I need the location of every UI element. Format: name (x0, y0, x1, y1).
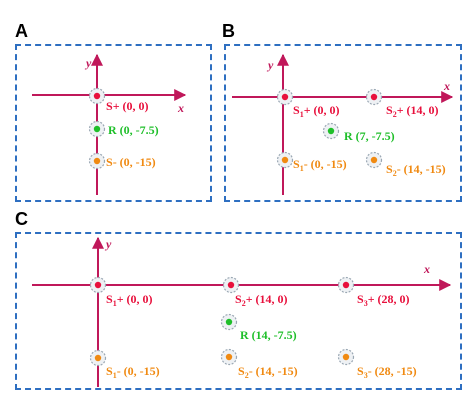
point-dot-icon (94, 354, 102, 362)
point-label: S1+ (0, 0) (293, 103, 340, 119)
panel-a-point-source-minus: S- (0, -15) (88, 152, 156, 170)
point-dot-icon (281, 93, 289, 101)
panel-c-letter: C (15, 209, 28, 229)
point-label: S1- (0, -15) (106, 364, 160, 380)
panel-c-point-receiver: R (14, -7.5) (220, 313, 297, 342)
point-label: R (7, -7.5) (344, 129, 395, 143)
panel-b-point-source-minus: S2- (14, -15) (365, 151, 446, 178)
point-dot-icon (225, 318, 233, 326)
panel-c-point-source-plus: S2+ (14, 0) (222, 276, 288, 308)
panel-a-letter: A (15, 21, 28, 41)
point-label: S- (0, -15) (106, 155, 156, 169)
point-label: S3+ (28, 0) (357, 292, 410, 308)
point-label: S2- (14, -15) (238, 364, 298, 380)
point-label: S1- (0, -15) (293, 157, 347, 173)
panel-c-point-source-minus: S1- (0, -15) (89, 349, 160, 380)
point-label: S+ (0, 0) (106, 99, 149, 113)
point-dot-icon (227, 281, 235, 289)
panel-c-y-axis-label: y (104, 237, 112, 251)
point-label: S2- (14, -15) (386, 162, 446, 178)
point-dot-icon (94, 281, 102, 289)
panel-b-y-axis-label: y (266, 58, 274, 72)
panel-c-point-source-plus: S1+ (0, 0) (89, 276, 153, 308)
point-label: S2+ (14, 0) (386, 103, 439, 119)
panel-a-y-axis-label: y (84, 56, 92, 70)
point-dot-icon (342, 353, 350, 361)
panel-a-point-source-plus: S+ (0, 0) (88, 87, 149, 113)
panel-b-point-receiver: R (7, -7.5) (322, 122, 395, 143)
point-label: R (0, -7.5) (108, 123, 159, 137)
panel-c-frame (15, 232, 462, 390)
panel-b-point-source-plus: S2+ (14, 0) (365, 88, 439, 119)
panel-c-point-source-minus: S2- (14, -15) (220, 348, 298, 380)
panel-a-point-receiver: R (0, -7.5) (88, 120, 159, 138)
point-label: S2+ (14, 0) (235, 292, 288, 308)
panel-c-x-axis-label: x (423, 262, 430, 276)
panel-b-point-source-minus: S1- (0, -15) (276, 151, 347, 173)
point-dot-icon (93, 125, 101, 133)
panel-c-point-source-minus: S3- (28, -15) (337, 348, 417, 380)
point-label: S3- (28, -15) (357, 364, 417, 380)
panel-b-frame (224, 44, 462, 202)
point-dot-icon (93, 157, 101, 165)
panel-b-point-source-plus: S1+ (0, 0) (276, 88, 340, 119)
panel-c-point-source-plus: S3+ (28, 0) (337, 276, 410, 308)
point-dot-icon (342, 281, 350, 289)
panel-a-frame (15, 44, 212, 202)
point-label: R (14, -7.5) (240, 328, 297, 342)
point-dot-icon (370, 156, 378, 164)
panel-b-x-axis-label: x (443, 79, 450, 93)
point-label: S1+ (0, 0) (106, 292, 153, 308)
panel-b-letter: B (222, 21, 235, 41)
panel-a-x-axis-label: x (177, 101, 184, 115)
point-dot-icon (327, 127, 335, 135)
point-dot-icon (281, 156, 289, 164)
point-dot-icon (225, 353, 233, 361)
point-dot-icon (93, 92, 101, 100)
point-dot-icon (370, 93, 378, 101)
